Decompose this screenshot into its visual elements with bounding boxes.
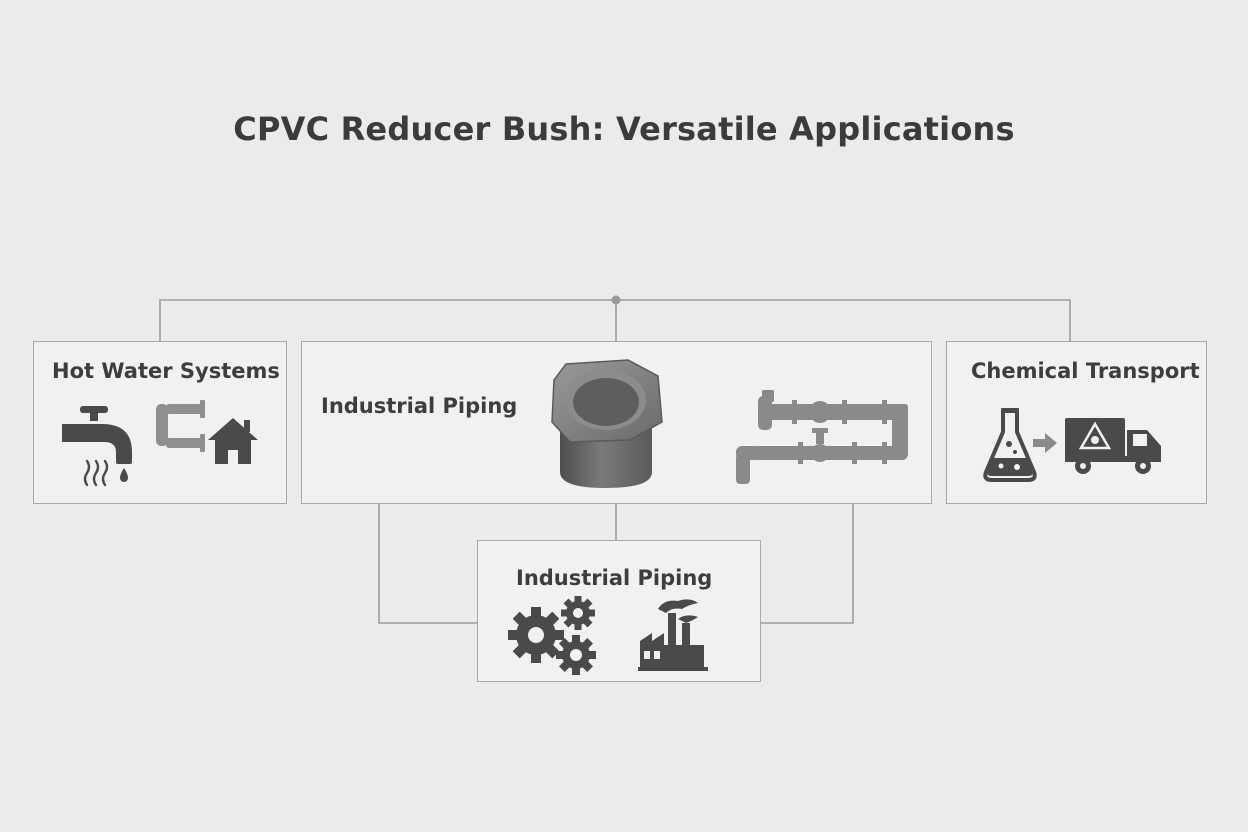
industrial-sub-label: Industrial Piping xyxy=(516,566,713,590)
box-chemical-transport: Chemical Transport xyxy=(946,341,1207,504)
arrow-right-icon xyxy=(1033,433,1057,453)
connector-top-bus xyxy=(159,299,1071,341)
box-industrial-piping-main: Industrial Piping xyxy=(301,341,932,504)
diagram-title: CPVC Reducer Bush: Versatile Application… xyxy=(233,110,1015,148)
factory-icon xyxy=(638,599,708,671)
box-industrial-piping-sub: Industrial Piping xyxy=(477,540,761,682)
hot-water-label: Hot Water Systems xyxy=(52,359,280,383)
reducer-bush-icon xyxy=(551,359,663,488)
house-icon xyxy=(208,418,258,464)
connector-right-loop xyxy=(760,503,854,624)
faucet-icon xyxy=(62,406,132,482)
hazmat-truck-icon xyxy=(1065,418,1161,474)
gears-icon xyxy=(508,596,596,675)
pipe-network-icon xyxy=(736,390,908,484)
box-hot-water-systems: Hot Water Systems xyxy=(33,341,287,504)
heat-icon xyxy=(83,459,109,487)
flask-icon xyxy=(983,408,1037,482)
pipe-fitting-icon xyxy=(156,400,205,452)
connector-hub-dot xyxy=(611,295,621,305)
connector-left-loop xyxy=(378,503,477,624)
chemical-label: Chemical Transport xyxy=(971,359,1200,383)
industrial-main-label: Industrial Piping xyxy=(321,394,518,418)
